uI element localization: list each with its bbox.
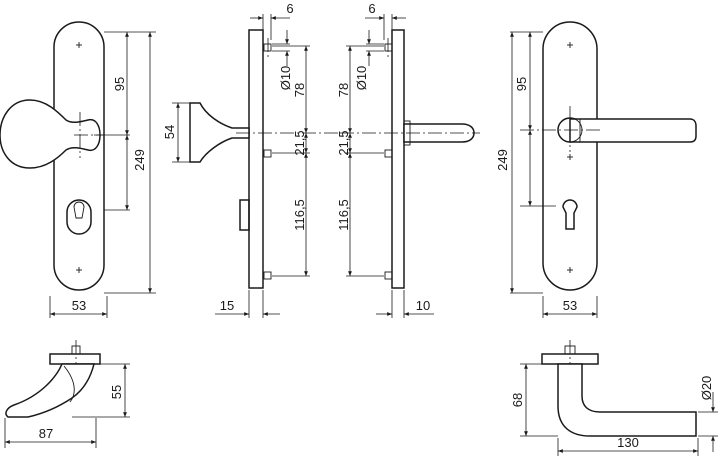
dim-upper-spacing-right: 78	[336, 83, 351, 97]
escutcheon-plate-left	[53, 21, 105, 291]
knob-icon	[0, 99, 101, 169]
dim-center-left: 21,5	[292, 130, 307, 155]
dim-knob-projection: 55	[109, 385, 124, 399]
dim-total-height-left: 249	[132, 149, 147, 171]
side-plate-right	[391, 29, 405, 289]
dim-hole-diameter-right: Ø10	[354, 66, 369, 91]
dim-rose-width-right: 53	[563, 298, 577, 313]
dim-lever-length: 130	[617, 435, 639, 450]
dim-upper-to-center-right: 95	[514, 77, 529, 91]
cylinder-cutout-icon	[66, 199, 92, 235]
dim-center-right: 21,5	[336, 130, 351, 155]
screw-hole-icon	[567, 42, 573, 273]
knob-arm-icon	[5, 363, 95, 418]
knob-detail-view: 55 87	[4, 340, 130, 448]
dim-hole-diameter-left: Ø10	[278, 66, 293, 91]
dim-upper-to-center-left: 95	[112, 77, 127, 91]
dim-knob-length: 87	[39, 426, 53, 441]
dim-plate-thickness-left: 15	[220, 298, 234, 313]
lever-handle-icon	[557, 117, 697, 143]
dim-lever-diameter: Ø20	[699, 376, 714, 401]
lever-arm-icon	[557, 363, 697, 437]
dim-total-height-right: 249	[495, 149, 510, 171]
front-view-lever: 95 249 53	[495, 21, 697, 318]
dim-knob-height: 54	[162, 125, 177, 139]
dim-rose-width-left: 53	[72, 298, 86, 313]
dim-screw-offset-right: 6	[368, 1, 375, 16]
front-view-knob: 95 249 53	[0, 21, 156, 318]
side-view-right: 6 Ø10 78 21,5 116,5 10	[336, 1, 480, 318]
dim-lever-projection: 68	[510, 393, 525, 407]
side-plate-left	[248, 29, 264, 289]
screw-markers-left	[263, 43, 272, 280]
cylinder-cutout-icon	[562, 199, 578, 230]
dim-upper-spacing-left: 78	[292, 83, 307, 97]
dim-lower-spacing-right: 116,5	[336, 199, 351, 231]
dim-plate-thickness-right: 10	[416, 298, 430, 313]
lock-body-stub	[239, 199, 250, 231]
dim-lower-spacing-left: 116,5	[292, 199, 307, 231]
screw-hole-icon	[76, 42, 82, 273]
knob-profile-icon	[189, 102, 250, 163]
screw-markers-right	[384, 43, 393, 280]
escutcheon-plate-right	[542, 21, 598, 291]
dim-screw-offset-left: 6	[286, 1, 293, 16]
side-view-left: 6 Ø10 78 21,5 116,5 54 15	[162, 1, 340, 318]
lever-detail-view: 68 Ø20 130	[510, 340, 718, 456]
